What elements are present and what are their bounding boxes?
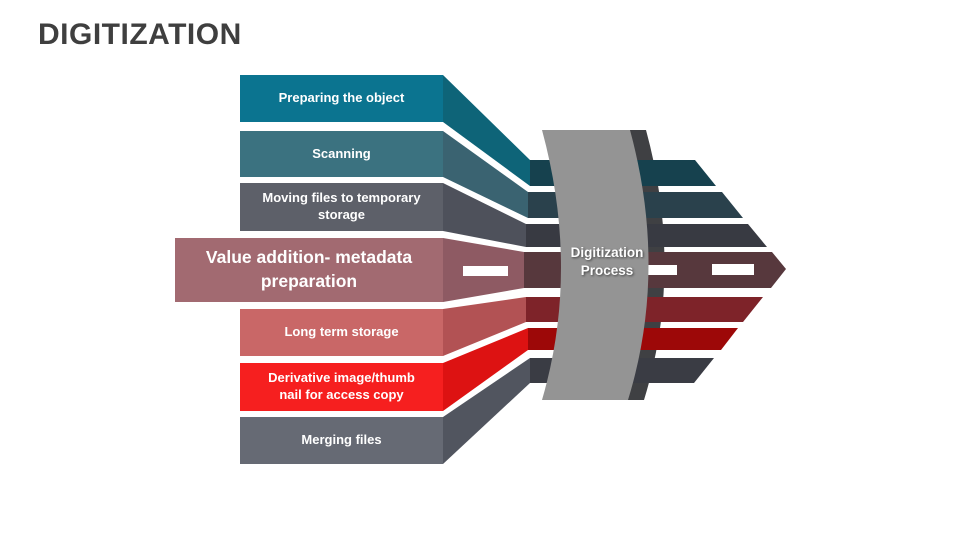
step-3-side-face <box>443 183 526 247</box>
road-dash <box>463 266 508 276</box>
step-1-label: Preparing the object <box>278 90 405 106</box>
step-5-side-face <box>443 297 526 356</box>
step-7-bar <box>240 417 443 464</box>
step-2-label: Scanning <box>312 145 371 161</box>
step-1-side-face <box>443 75 530 186</box>
step-7-label: Merging files <box>301 432 382 448</box>
step-6-bar <box>240 363 443 411</box>
step-1-bar <box>240 75 443 122</box>
page-title: DIGITIZATION <box>38 18 242 51</box>
band-label: Digitization Process <box>570 244 644 278</box>
step-2-side-face <box>443 131 528 218</box>
digitization-process-band <box>542 130 649 400</box>
step-3-bar <box>240 183 443 231</box>
step-4-label: Value addition- metadata preparation <box>205 247 413 291</box>
step-5-label: Long term storage <box>284 324 399 340</box>
step-5-bar <box>240 309 443 356</box>
step-4-bar <box>175 238 443 302</box>
road-dash <box>646 265 677 275</box>
step-3-label: Moving files to temporary storage <box>262 190 421 222</box>
step-7-side-face <box>443 358 530 464</box>
step-6-side-face <box>443 328 528 411</box>
road-dash <box>712 264 754 275</box>
step-2-bar <box>240 131 443 177</box>
step-6-label: Derivative image/thumb nail for access c… <box>268 370 415 402</box>
